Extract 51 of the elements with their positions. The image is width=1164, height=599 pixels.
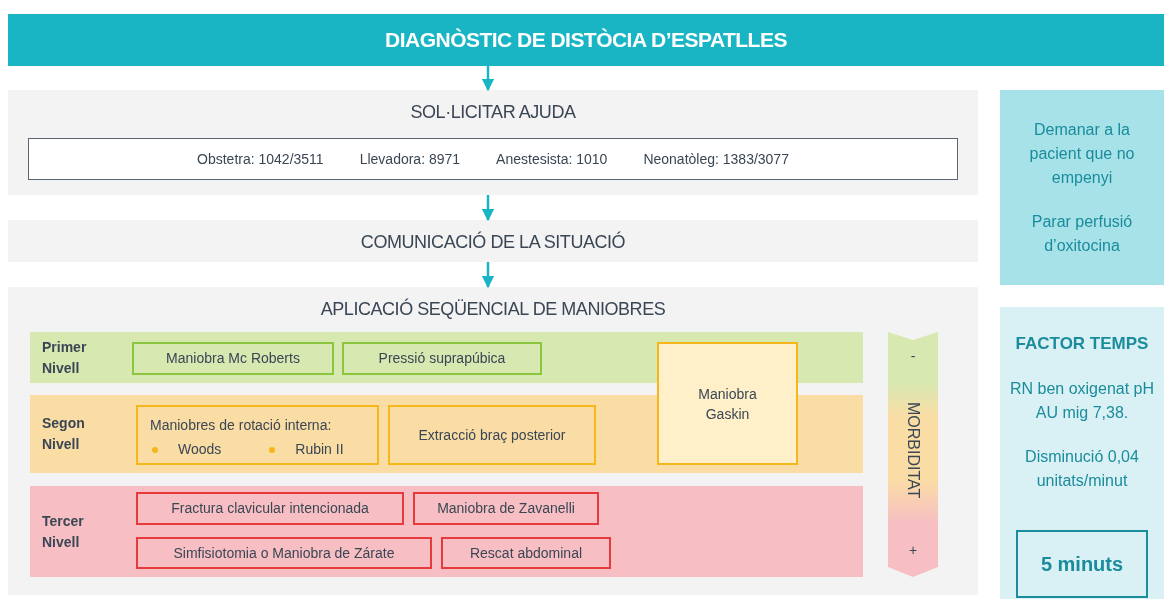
contact-text: Neonatòleg: 1383/3077 (643, 149, 789, 169)
level-band (30, 486, 863, 577)
contacts-box (28, 138, 958, 180)
panel-heading: FACTOR TEMPS (1015, 333, 1149, 355)
maneuver-box (136, 537, 432, 569)
level-label: Primer Nivell (42, 337, 88, 378)
scale-sign: - (910, 347, 916, 366)
section-heading: APLICACIÓ SEQÜENCIAL DE MANIOBRES (320, 297, 666, 321)
maneuver-box (136, 492, 404, 525)
level-label: Segon Nivell (42, 414, 86, 454)
scale-label: MORBIDITAT (904, 402, 923, 499)
bullet-text: Rubin II (295, 440, 344, 459)
arrow (481, 195, 495, 222)
maneuver-box (413, 492, 599, 525)
maneuver-text: Maniobra Gaskin (697, 385, 758, 424)
scale-sign: + (908, 541, 918, 560)
time-box (1016, 530, 1148, 598)
note-text: Parar perfusió d’oxitocina (1030, 212, 1134, 256)
maneuver-box (657, 342, 798, 465)
time-text: 5 minuts (1040, 552, 1124, 577)
contact-text: Llevadora: 8971 (359, 149, 461, 169)
section-heading: COMUNICACIÓ DE LA SITUACIÓ (360, 230, 626, 254)
maneuver-text: Pressió suprapúbica (378, 349, 506, 368)
maneuver-text: Fractura clavicular intencionada (171, 499, 369, 518)
maneuver-text: Maniobres de rotació interna: (150, 417, 332, 433)
maneuver-box (132, 342, 334, 375)
note-text: RN ben oxigenat pH AU mig 7,38. (1008, 378, 1156, 423)
maneuver-text: Extracció braç posterior (418, 425, 566, 445)
contact-text: Obstetra: 1042/3511 (197, 149, 324, 169)
maneuver-text: Maniobra Mc Roberts (166, 349, 300, 368)
title-banner (8, 14, 1164, 66)
level-label: Tercer Nivell (42, 511, 85, 552)
maneuver-box (136, 405, 379, 465)
note-text: Demanar a la pacient que no empenyi (1028, 120, 1136, 188)
maneuver-text: Simfisiotomia o Maniobra de Zárate (173, 543, 395, 563)
maneuver-box (342, 342, 542, 375)
note-panel (1000, 90, 1164, 285)
note-text: Disminució 0,04 unitats/minut (1024, 446, 1140, 491)
arrow (481, 262, 495, 289)
maneuver-text: Rescat abdominal (469, 543, 583, 563)
contact-text: Anestesista: 1010 (496, 149, 608, 169)
note-panel (1000, 307, 1164, 599)
maneuver-box (388, 405, 596, 465)
section-heading: SOL·LICITAR AJUDA (410, 101, 576, 124)
bullet-text: Woods (178, 440, 222, 459)
maneuver-text: Maniobra de Zavanelli (437, 499, 575, 518)
arrow (481, 66, 495, 92)
morbidity-scale (888, 332, 938, 577)
section-panel (8, 220, 978, 262)
title-text: DIAGNÒSTIC DE DISTÒCIA D’ESPATLLES (385, 27, 787, 54)
maneuver-box (441, 537, 611, 569)
